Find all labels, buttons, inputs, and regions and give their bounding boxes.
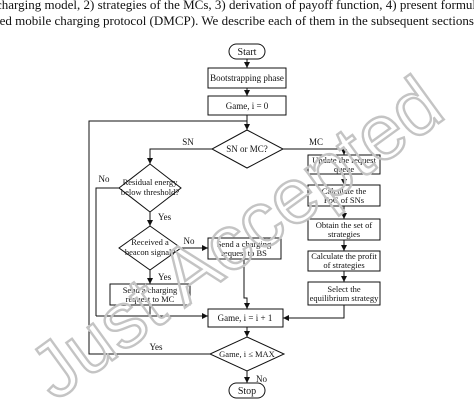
game-init-box xyxy=(207,95,287,116)
header-line-1: charging model, 2) strategies of the MCs… xyxy=(0,0,474,12)
send-mc-label-1: Send a charging xyxy=(123,285,178,295)
residual-energy-decision xyxy=(118,163,182,213)
equilibrium-box xyxy=(307,281,381,306)
sn-or-mc-decision xyxy=(210,129,285,169)
sn-or-mc-label: SN or MC? xyxy=(226,144,268,154)
header-line-2: ted mobile charging protocol (DMCP). We … xyxy=(0,13,474,28)
stop-terminal xyxy=(228,382,266,399)
edges xyxy=(88,59,347,383)
sn-edge-label: SN xyxy=(182,137,194,147)
beacon-label-2: beacon signal? xyxy=(125,247,175,257)
foc-label-1: Calculate the xyxy=(322,186,367,196)
edge-labels: SN MC No Yes No Yes Yes No xyxy=(99,137,324,384)
edge-sn xyxy=(147,148,212,164)
mc-edge-label: MC xyxy=(309,137,323,147)
beacon-decision xyxy=(118,225,182,271)
select-label-2: equilibrium strategy xyxy=(310,293,379,303)
send-mc-label-2: request to MC xyxy=(126,294,175,304)
beacon-no-label: No xyxy=(184,236,195,246)
profit-label-2: of strategies xyxy=(323,260,364,270)
update-queue-box xyxy=(307,154,381,175)
residual-no-label: No xyxy=(99,174,110,184)
send-request-bs-box xyxy=(207,237,282,260)
edge-loop-yes xyxy=(88,120,247,355)
stop-label: Stop xyxy=(238,386,256,397)
residual-label-2: below threshold? xyxy=(121,187,180,197)
game-increment-label: Game, i = i + 1 xyxy=(218,313,273,323)
update-label-2: queue xyxy=(334,164,355,174)
edge-mc xyxy=(283,148,347,155)
obtain-strategies-box xyxy=(307,218,381,241)
start-terminal xyxy=(228,43,266,60)
edge-bs-to-inc xyxy=(243,259,250,309)
beacon-yes-label: Yes xyxy=(158,272,172,282)
beacon-label-1: Received a xyxy=(131,237,169,247)
bootstrapping-box xyxy=(207,67,287,89)
nodes: Start Bootstrapping phase Game, i = 0 SN… xyxy=(109,43,381,399)
edge-mc-to-inc xyxy=(283,305,345,321)
select-label-1: Select the xyxy=(327,284,361,294)
obtain-label-1: Obtain the set of xyxy=(316,220,373,230)
send-bs-label-1: Send a charging xyxy=(217,239,272,249)
game-increment-box xyxy=(207,308,284,328)
obtain-label-2: strategies xyxy=(328,229,360,239)
foc-label-2: FoC of SNs xyxy=(324,195,364,205)
game-init-label: Game, i = 0 xyxy=(226,101,269,111)
update-label-1: Update the request xyxy=(312,155,376,165)
edge-residual-no xyxy=(95,187,119,316)
residual-yes-label: Yes xyxy=(158,212,172,222)
residual-label-1: Residual energy xyxy=(123,177,179,187)
send-bs-label-2: request to BS xyxy=(221,248,267,258)
game-max-decision xyxy=(208,336,286,372)
loop-yes-label: Yes xyxy=(149,342,163,352)
send-request-mc-box xyxy=(109,283,191,306)
stop-no-label: No xyxy=(256,374,267,384)
foc-box xyxy=(307,184,381,207)
profit-box xyxy=(307,250,381,272)
profit-label-1: Calculate the profit xyxy=(311,251,377,261)
game-max-label: Game, i ≤ MAX xyxy=(219,349,275,359)
bootstrapping-label: Bootstrapping phase xyxy=(210,73,284,83)
start-label: Start xyxy=(238,47,257,58)
